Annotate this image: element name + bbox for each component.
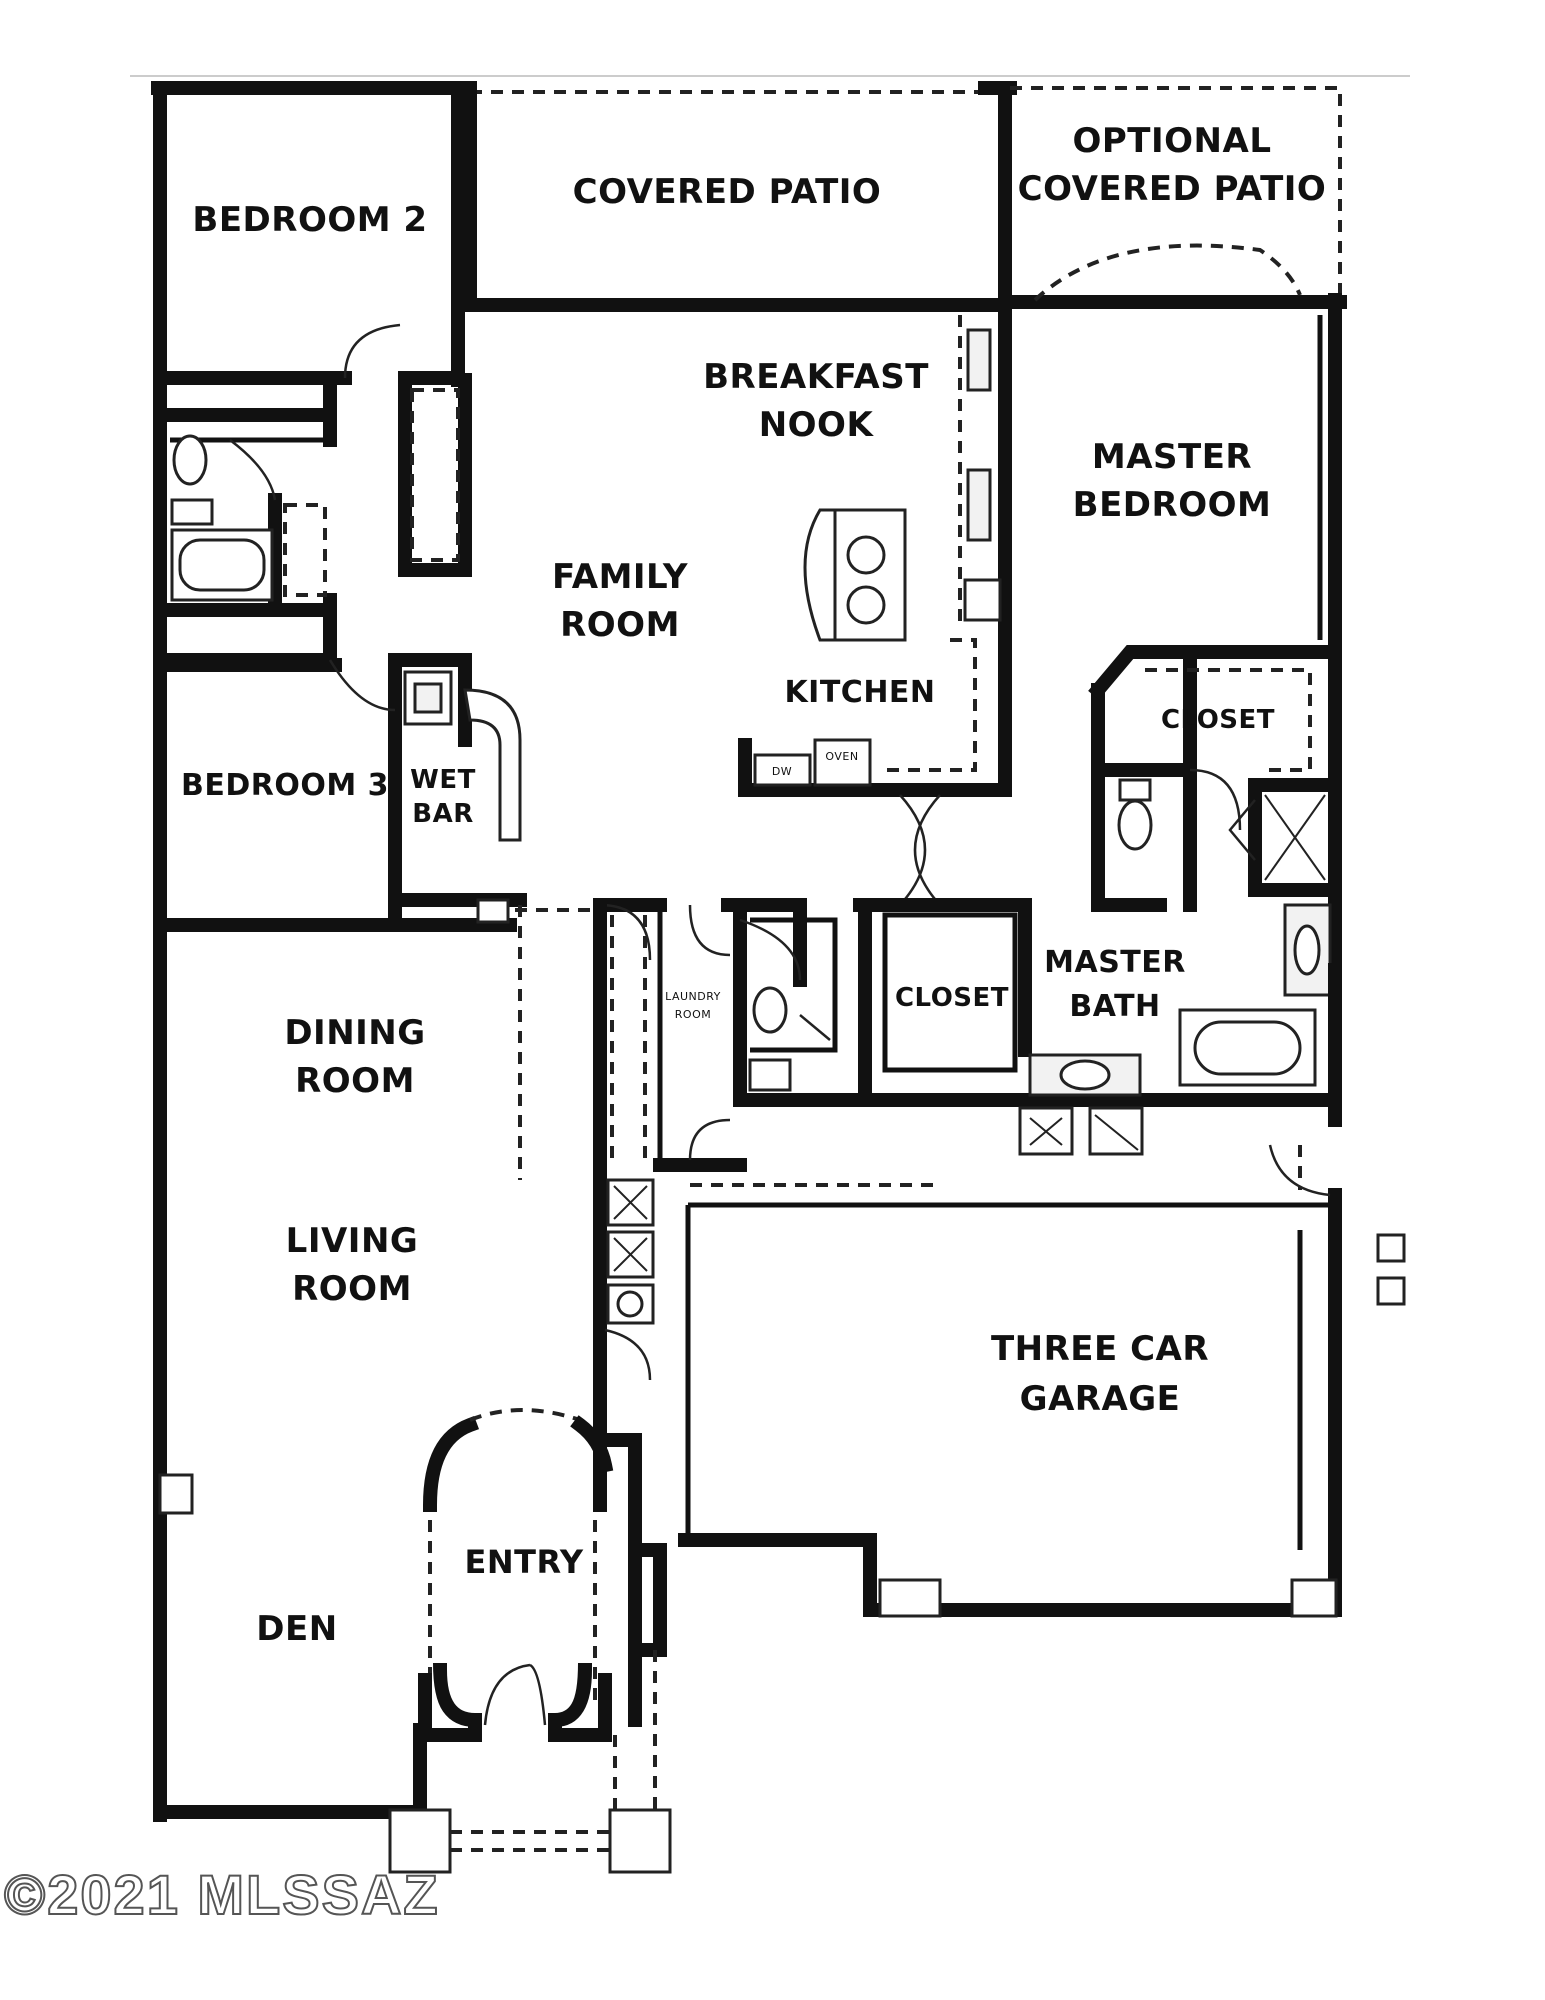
dining-room-label-line2: ROOM (295, 1061, 415, 1101)
copyright-watermark: ©2021 MLSSAZ (3, 1862, 440, 1927)
laundry-room-label-line2: ROOM (675, 1008, 711, 1021)
kitchen-label: KITCHEN (784, 675, 935, 710)
optional-patio-label-line1: OPTIONAL (1072, 121, 1271, 161)
optional-patio-label-line2: COVERED PATIO (1018, 169, 1327, 209)
master-closet-label: CLOSET (1161, 705, 1275, 735)
garage-label-line1: THREE CAR (991, 1329, 1209, 1369)
family-room-label-line2: ROOM (560, 605, 680, 645)
dining-room-label-line1: DINING (284, 1013, 425, 1053)
laundry-room-label-line1: LAUNDRY (665, 990, 721, 1003)
exterior-walls (151, 81, 1347, 1822)
bedroom-3-label: BEDROOM 3 (181, 768, 389, 803)
interior-walls: DW OVEN (153, 81, 1406, 1874)
garage-label-line2: GARAGE (1020, 1379, 1181, 1419)
wet-bar-label-line1: WET (410, 765, 476, 795)
dishwasher-label: DW (772, 765, 792, 778)
bedroom-2-label: BEDROOM 2 (192, 200, 427, 240)
room-labels: BEDROOM 2 COVERED PATIO OPTIONAL COVERED… (181, 121, 1326, 1649)
breakfast-nook-label-line2: NOOK (759, 405, 875, 445)
master-bath-label-line2: BATH (1069, 989, 1160, 1024)
family-room-label-line1: FAMILY (552, 557, 688, 597)
living-room-label-line1: LIVING (286, 1221, 419, 1261)
breakfast-nook-label-line1: BREAKFAST (703, 357, 929, 397)
bath-closet-label: CLOSET (895, 983, 1009, 1013)
oven-label: OVEN (825, 750, 858, 763)
master-bedroom-label-line1: MASTER (1092, 437, 1252, 477)
master-bath-label-line1: MASTER (1044, 945, 1186, 980)
entry-label: ENTRY (464, 1543, 583, 1581)
master-bedroom-label-line2: BEDROOM (1073, 485, 1272, 525)
den-label: DEN (256, 1609, 337, 1649)
wet-bar-label-line2: BAR (412, 799, 473, 829)
living-room-label-line2: ROOM (292, 1269, 412, 1309)
covered-patio-label: COVERED PATIO (573, 172, 882, 212)
